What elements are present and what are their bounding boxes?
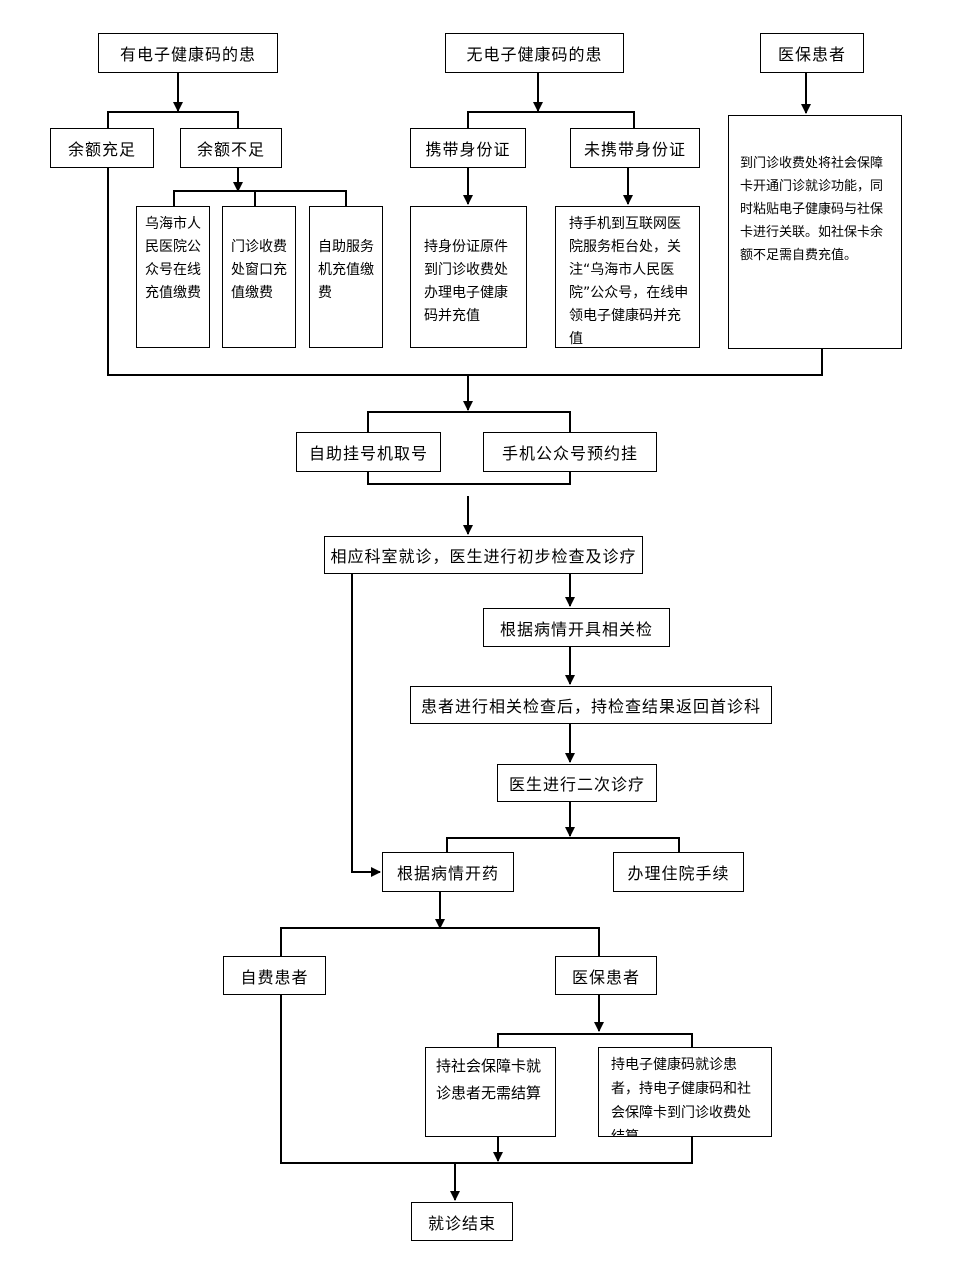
node-second-consult: 医生进行二次诊疗 bbox=[497, 764, 657, 802]
node-with-id: 携带身份证 bbox=[410, 128, 526, 168]
node-self-pay: 自费患者 bbox=[223, 956, 326, 995]
node-hospitalize: 办理住院手续 bbox=[613, 852, 744, 892]
node-consult: 相应科室就诊，医生进行初步检查及诊疗 bbox=[324, 536, 643, 574]
node-card-no-settle: 持社会保障卡就诊患者无需结算 bbox=[425, 1047, 556, 1137]
split-id bbox=[467, 111, 635, 128]
node-code-settle: 持电子健康码就诊患者，持电子健康码和社会保障卡到门诊收费处结算 bbox=[598, 1047, 772, 1137]
split-payment bbox=[173, 190, 347, 206]
node-phone-proc: 持手机到互联网医院服务柜台处，关注“乌海市人民医院”公众号，在线申领电子健康码并… bbox=[555, 206, 700, 348]
node-insured-bottom: 医保患者 bbox=[555, 956, 657, 995]
merge-bottom bbox=[280, 995, 693, 1164]
node-id-card-proc: 持身份证原件到门诊收费处办理电子健康码并充值 bbox=[410, 206, 527, 348]
node-no-code: 无电子健康码的患 bbox=[445, 33, 624, 73]
bracket-register-top bbox=[367, 411, 571, 432]
node-kiosk-pay: 自助服务机充值缴费 bbox=[309, 206, 383, 348]
merge-bus bbox=[107, 168, 823, 376]
node-wechat-pay: 乌海市人民医院公众号在线充值缴费 bbox=[136, 206, 210, 348]
node-insured-top: 医保患者 bbox=[760, 33, 864, 73]
node-kiosk-register: 自助挂号机取号 bbox=[296, 432, 441, 472]
node-order-tests: 根据病情开具相关检 bbox=[483, 608, 670, 647]
bracket-register-bottom bbox=[367, 472, 571, 485]
split-settlement bbox=[497, 1033, 693, 1047]
split-patient-type bbox=[280, 927, 600, 956]
node-end: 就诊结束 bbox=[411, 1202, 513, 1241]
split-outcome bbox=[446, 837, 680, 852]
node-insurance-proc: 到门诊收费处将社会保障卡开通门诊就诊功能，同时粘贴电子健康码与社保卡进行关联。如… bbox=[728, 115, 902, 349]
arrow-direct-prescribe bbox=[351, 574, 381, 877]
node-without-id: 未携带身份证 bbox=[570, 128, 700, 168]
node-tests-return: 患者进行相关检查后，持检查结果返回首诊科 bbox=[410, 686, 772, 724]
node-prescribe: 根据病情开药 bbox=[382, 852, 514, 892]
node-window-pay: 门诊收费处窗口充值缴费 bbox=[222, 206, 296, 348]
split-balance bbox=[107, 111, 239, 128]
node-phone-register: 手机公众号预约挂 bbox=[483, 432, 657, 472]
node-balance-ok: 余额充足 bbox=[50, 128, 154, 168]
node-balance-low: 余额不足 bbox=[180, 128, 282, 168]
node-has-code: 有电子健康码的患 bbox=[98, 33, 278, 73]
